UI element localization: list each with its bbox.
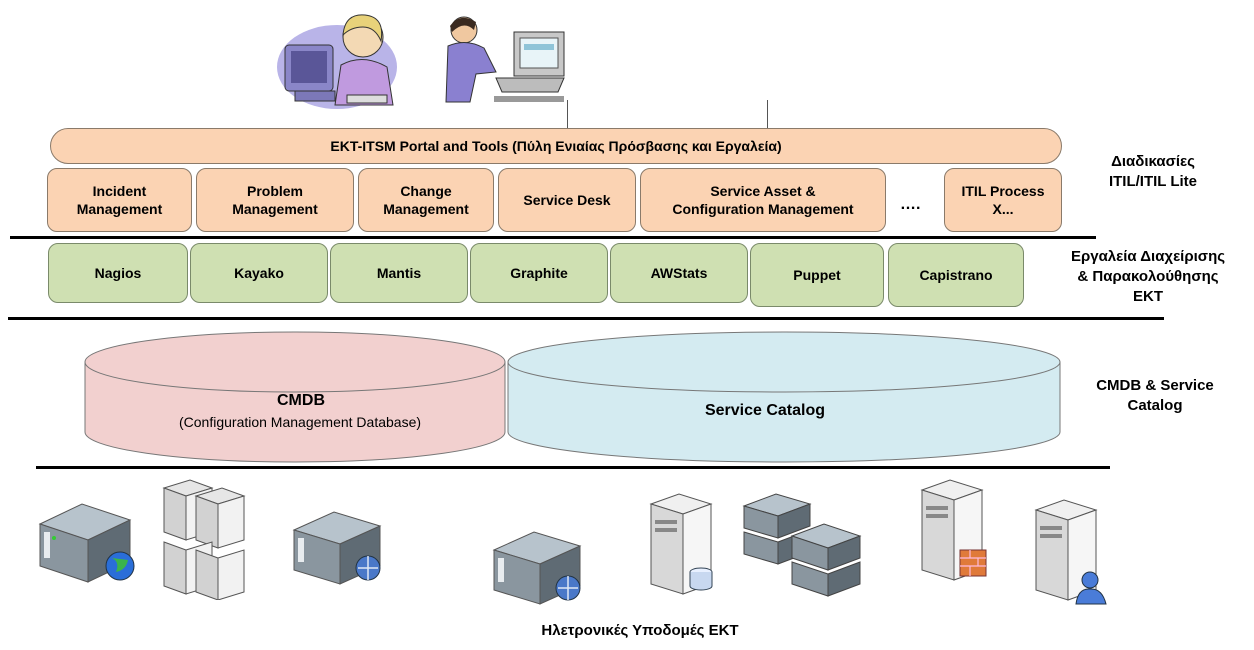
tool-graphite: Graphite: [470, 243, 608, 303]
footer-title: Ηλετρονικές Υποδομές ΕΚΤ: [541, 622, 739, 639]
server-user-icon: [1034, 499, 1107, 605]
server-globe-icon: [38, 503, 135, 583]
tool-puppet: Puppet: [750, 243, 884, 307]
server-rack-icon: [742, 493, 862, 597]
cmdb-subtitle: (Configuration Management Database): [178, 414, 422, 430]
user-at-computer-icon: [445, 16, 565, 103]
cmdb-title: CMDB: [277, 392, 325, 409]
database-cylinders: [84, 331, 1061, 463]
server-globe-icon: [292, 511, 382, 585]
server-cluster-icon: [162, 479, 246, 600]
portal-title: EKT-ITSM Portal and Tools (Πύλη Ενιαίας …: [330, 138, 782, 154]
tool-awstats: AWStats: [610, 243, 748, 303]
tool-nagios: Nagios: [48, 243, 188, 303]
server-firewall-icon: [920, 479, 987, 581]
service-catalog-cylinder: [507, 331, 1061, 463]
helpdesk-operator-icon: [277, 14, 397, 109]
tool-mantis: Mantis: [330, 243, 468, 303]
tool-kayako: Kayako: [190, 243, 328, 303]
process-service-desk: Service Desk: [498, 168, 636, 232]
connector-line: [767, 100, 768, 128]
process-ellipsis: ….: [900, 196, 921, 213]
server-globe-icon: [492, 531, 582, 605]
connector-line: [567, 100, 568, 128]
divider-line: [10, 236, 1096, 239]
server-database-icon: [649, 493, 713, 595]
service-catalog-title: Service Catalog: [704, 402, 826, 419]
portal-bar: EKT-ITSM Portal and Tools (Πύλη Ενιαίας …: [50, 128, 1062, 164]
divider-line: [8, 317, 1164, 320]
process-service-asset-configuration: Service Asset &Configuration Management: [640, 168, 886, 232]
cmdb-cylinder: [84, 331, 506, 463]
divider-line: [36, 466, 1110, 469]
tool-capistrano: Capistrano: [888, 243, 1024, 307]
